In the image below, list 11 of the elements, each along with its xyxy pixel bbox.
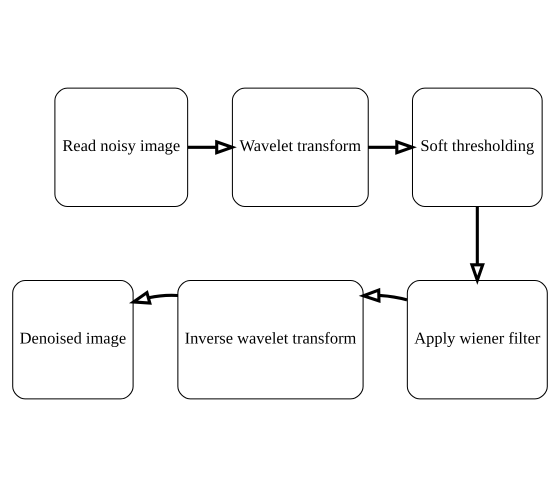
arrow bbox=[470, 206, 485, 285]
node-box: Soft thresholding bbox=[412, 88, 543, 207]
node-box: Inverse wavelet transform bbox=[177, 280, 364, 400]
arrow bbox=[358, 288, 408, 303]
arrow bbox=[129, 290, 178, 305]
arrow bbox=[188, 140, 237, 155]
node-box: Apply wiener filter bbox=[406, 280, 548, 400]
node-box: Denoised image bbox=[12, 280, 134, 400]
node-box: Wavelet transform bbox=[232, 88, 369, 207]
node-box: Read noisy image bbox=[54, 88, 188, 207]
arrow bbox=[368, 140, 417, 155]
